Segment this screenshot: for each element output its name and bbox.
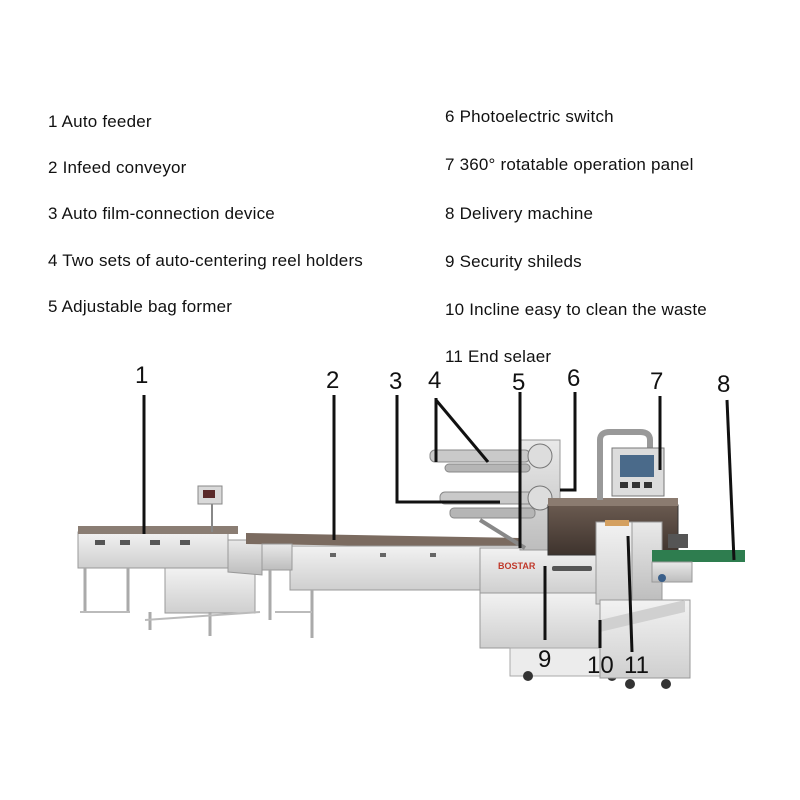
callout-11: 11 [624, 652, 649, 679]
legend-item-2: 2 Infeed conveyor [48, 158, 187, 177]
legend-item-8: 8 Delivery machine [445, 204, 594, 223]
legend-item-6: 6 Photoelectric switch [445, 107, 614, 126]
callout-8: 8 [717, 371, 731, 398]
legend-item-7: 7 360° rotatable operation panel [445, 155, 694, 174]
legend-item-9: 9 Security shileds [445, 252, 582, 271]
waste-incline [599, 599, 691, 689]
legend-item-1: 1 Auto feeder [48, 112, 152, 131]
legend-item-11: 11 End selaer [445, 347, 552, 366]
delivery-conveyor [651, 534, 745, 583]
callout-10: 10 [587, 652, 614, 679]
callout-7: 7 [650, 368, 664, 395]
callout-6: 6 [567, 365, 581, 392]
leader-lines [142, 392, 736, 653]
legend-item-4: 4 Two sets of auto-centering reel holder… [48, 251, 364, 270]
callout-9: 9 [538, 646, 552, 673]
callout-3: 3 [389, 368, 403, 395]
reel-holders [429, 439, 561, 551]
callout-4: 4 [428, 367, 442, 394]
callout-1: 1 [135, 362, 149, 389]
brand-logo: BOSTAR [498, 561, 536, 571]
infeed-conveyor [246, 533, 521, 638]
legend-item-10: 10 Incline easy to clean the waste [445, 300, 707, 319]
operation-panel [597, 429, 665, 500]
callout-5: 5 [512, 369, 526, 396]
callout-2: 2 [326, 367, 340, 394]
auto-feeder [77, 485, 263, 636]
legend-item-3: 3 Auto film-connection device [48, 204, 275, 223]
legend-item-5: 5 Adjustable bag former [48, 297, 233, 316]
